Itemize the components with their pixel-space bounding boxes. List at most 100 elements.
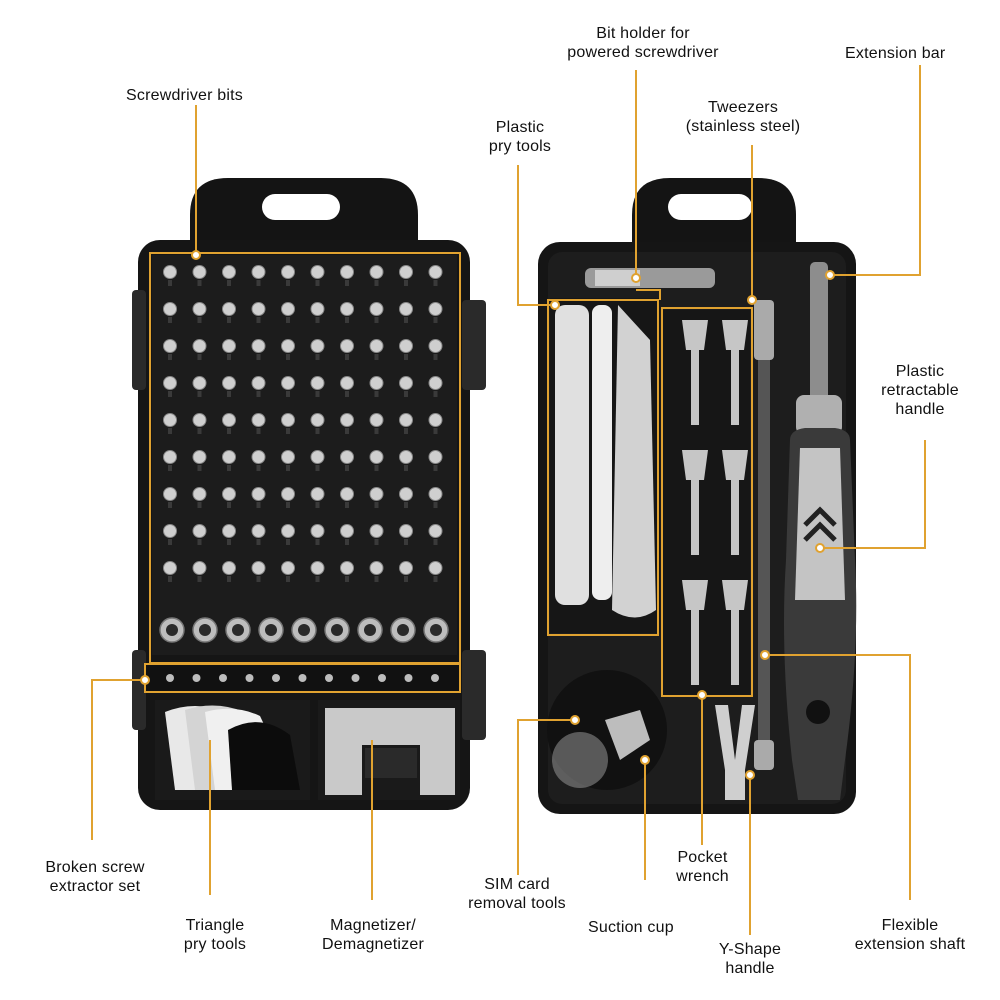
flexible-shaft <box>758 300 770 770</box>
screwdriver-bit-slot <box>168 465 172 471</box>
screwdriver-bit <box>222 413 236 427</box>
socket-hole <box>397 624 409 636</box>
screwdriver-bit-slot <box>345 465 349 471</box>
screwdriver-bit-slot <box>256 465 261 471</box>
screwdriver-bit-slot <box>256 280 261 286</box>
screwdriver-bit <box>310 487 325 501</box>
screwdriver-bit-slot <box>315 465 320 471</box>
screwdriver-bit-slot <box>433 428 438 434</box>
pocket-wrench <box>682 580 708 685</box>
left-case <box>132 178 486 810</box>
screwdriver-bit <box>281 450 295 464</box>
screwdriver-bit-slot <box>286 465 290 471</box>
pry-tool <box>592 305 612 600</box>
screwdriver-bit <box>428 524 443 538</box>
screwdriver-bit-slot <box>256 576 261 582</box>
screwdriver-bit-slot <box>433 502 438 508</box>
label-extension-bar: Extension bar <box>845 45 946 62</box>
magnetizer <box>325 708 455 795</box>
extractor-bit <box>272 674 280 682</box>
right-case <box>538 178 857 814</box>
extractor-bit <box>351 674 360 682</box>
extractor-bit <box>378 674 386 682</box>
screwdriver-bit <box>340 302 354 316</box>
label-broken-screw: Broken screw extractor set <box>45 859 145 895</box>
screwdriver-bit <box>192 339 207 353</box>
screwdriver-bit-slot <box>345 280 349 286</box>
pocket-wrench <box>722 580 748 685</box>
screwdriver-bit-slot <box>197 539 202 545</box>
screwdriver-bit <box>281 376 295 390</box>
pocket-wrench <box>722 450 748 555</box>
y-shape-handle <box>715 705 755 800</box>
screwdriver-bit <box>163 561 177 575</box>
screwdriver-bit <box>281 339 295 353</box>
screwdriver-bit-slot <box>374 391 379 397</box>
screwdriver-bit <box>251 413 266 427</box>
socket-hole <box>298 624 310 636</box>
screwdriver-bit-slot <box>404 354 408 360</box>
screwdriver-bit <box>192 524 207 538</box>
left-case-hinge <box>132 650 146 730</box>
screwdriver-bit <box>369 561 384 575</box>
magnetizer-hole <box>365 748 417 778</box>
handle-hex-hole <box>806 700 830 724</box>
screwdriver-bit <box>281 413 295 427</box>
screwdriver-bit <box>428 339 443 353</box>
screwdriver-bit <box>222 524 236 538</box>
screwdriver-bit <box>251 265 266 279</box>
triangle-pry-tool-black <box>228 722 300 790</box>
screwdriver-bit-slot <box>168 576 172 582</box>
screwdriver-bit <box>222 487 236 501</box>
left-case-hinge <box>462 300 486 390</box>
screwdriver-bit-slot <box>345 428 349 434</box>
bits-grid <box>163 265 443 582</box>
pocket-wrench <box>682 320 708 425</box>
screwdriver-bit <box>222 376 236 390</box>
screwdriver-bit <box>163 302 177 316</box>
extension-bar <box>810 262 828 402</box>
screwdriver-bit-slot <box>315 428 320 434</box>
screwdriver-bit-slot <box>197 280 202 286</box>
screwdriver-bit-slot <box>227 280 231 286</box>
pocket-wrench <box>682 450 708 555</box>
screwdriver-bit <box>310 339 325 353</box>
screwdriver-bit <box>222 561 236 575</box>
screwdriver-bit-slot <box>374 317 379 323</box>
screwdriver-bit-slot <box>374 465 379 471</box>
screwdriver-bit-slot <box>256 317 261 323</box>
screwdriver-bit <box>222 339 236 353</box>
screwdriver-bit-slot <box>256 502 261 508</box>
screwdriver-bit-slot <box>345 391 349 397</box>
screwdriver-bit <box>340 413 354 427</box>
screwdriver-bit <box>369 487 384 501</box>
screwdriver-bit <box>192 302 207 316</box>
screwdriver-bit <box>192 450 207 464</box>
screwdriver-bit <box>251 524 266 538</box>
screwdriver-bit-slot <box>404 502 408 508</box>
screwdriver-bit <box>340 524 354 538</box>
screwdriver-bit <box>192 413 207 427</box>
screwdriver-bit <box>369 339 384 353</box>
screwdriver-bit <box>310 302 325 316</box>
screwdriver-bit-slot <box>286 539 290 545</box>
screwdriver-bit-slot <box>345 317 349 323</box>
label-retractable-handle: Plastic retractable handle <box>881 363 959 418</box>
pry-tool <box>555 305 589 605</box>
screwdriver-bit <box>369 376 384 390</box>
screwdriver-bit <box>369 450 384 464</box>
screwdriver-bit <box>163 413 177 427</box>
label-triangle-pry: Triangle pry tools <box>183 917 247 953</box>
pocket-wrench <box>722 320 748 425</box>
screwdriver-bit-slot <box>197 502 202 508</box>
screwdriver-bit-slot <box>433 280 438 286</box>
screwdriver-bit <box>399 302 413 316</box>
screwdriver-bit-slot <box>404 576 408 582</box>
screwdriver-bit <box>340 561 354 575</box>
screwdriver-bit-slot <box>256 391 261 397</box>
screwdriver-bit <box>428 413 443 427</box>
screwdriver-bit-slot <box>286 391 290 397</box>
screwdriver-bit-slot <box>197 391 202 397</box>
screwdriver-bit-slot <box>227 354 231 360</box>
